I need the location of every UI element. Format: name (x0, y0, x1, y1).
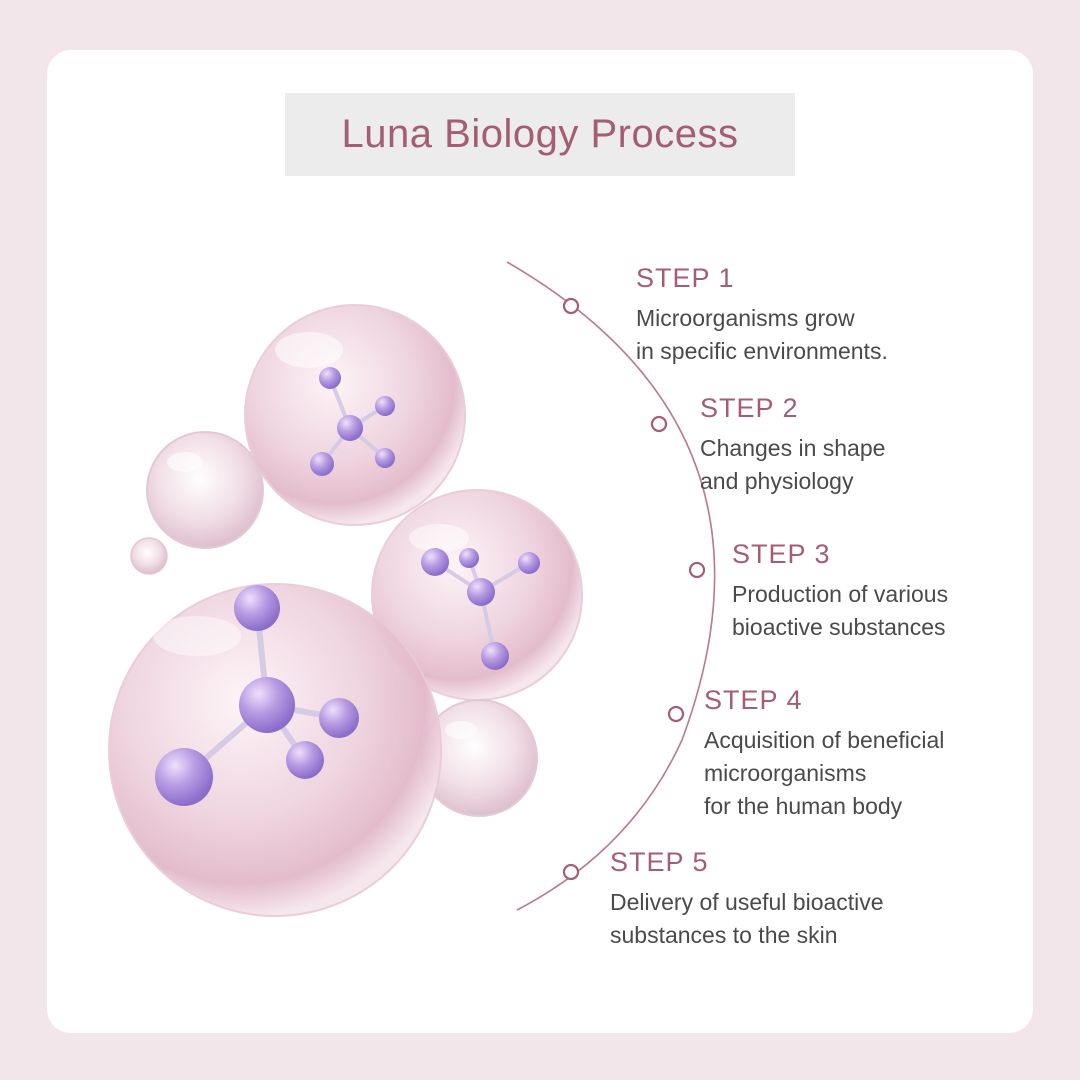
timeline-dot-step4 (667, 705, 685, 723)
step-2-label: STEP 2 (700, 393, 799, 423)
step-4-line-3: for the human body (704, 793, 903, 819)
step-1-line-1: Microorganisms grow (636, 305, 855, 331)
step-3-line-2: bioactive substances (732, 614, 946, 640)
step-4-line-1: Acquisition of beneficial (704, 727, 945, 753)
page-title: Luna Biology Process (341, 112, 739, 156)
step-5: STEP 5 Delivery of useful bioactive subs… (610, 846, 884, 952)
step-3: STEP 3 Production of various bioactive s… (732, 538, 948, 644)
step-3-label: STEP 3 (732, 539, 831, 569)
timeline-dot-step5 (562, 863, 580, 881)
step-5-line-2: substances to the skin (610, 922, 838, 948)
molecule-large-atoms (155, 585, 359, 806)
content-card: Luna Biology Process (47, 50, 1033, 1033)
step-3-line-1: Production of various (732, 581, 949, 607)
step-4: STEP 4 Acquisition of beneficial microor… (704, 684, 944, 823)
molecule-right-atoms (421, 548, 540, 670)
timeline-dot-step1 (562, 297, 580, 315)
timeline-dot-step3 (688, 561, 706, 579)
step-4-label: STEP 4 (704, 685, 803, 715)
step-5-label: STEP 5 (610, 847, 709, 877)
step-2-line-1: Changes in shape (700, 435, 886, 461)
timeline-arc (506, 261, 716, 911)
bubble-cluster (108, 304, 583, 917)
step-2: STEP 2 Changes in shape and physiology (700, 392, 885, 498)
timeline-dot-step2 (650, 415, 668, 433)
step-1: STEP 1 Microorganisms grow in specific e… (636, 262, 888, 368)
step-2-line-2: and physiology (700, 468, 854, 494)
title-box: Luna Biology Process (285, 93, 795, 176)
step-1-label: STEP 1 (636, 263, 735, 293)
step-1-line-2: in specific environments. (636, 338, 888, 364)
molecule-top-atoms (310, 367, 395, 476)
step-4-line-2: microorganisms (704, 760, 867, 786)
step-5-line-1: Delivery of useful bioactive (610, 889, 884, 915)
process-illustration (108, 261, 716, 917)
